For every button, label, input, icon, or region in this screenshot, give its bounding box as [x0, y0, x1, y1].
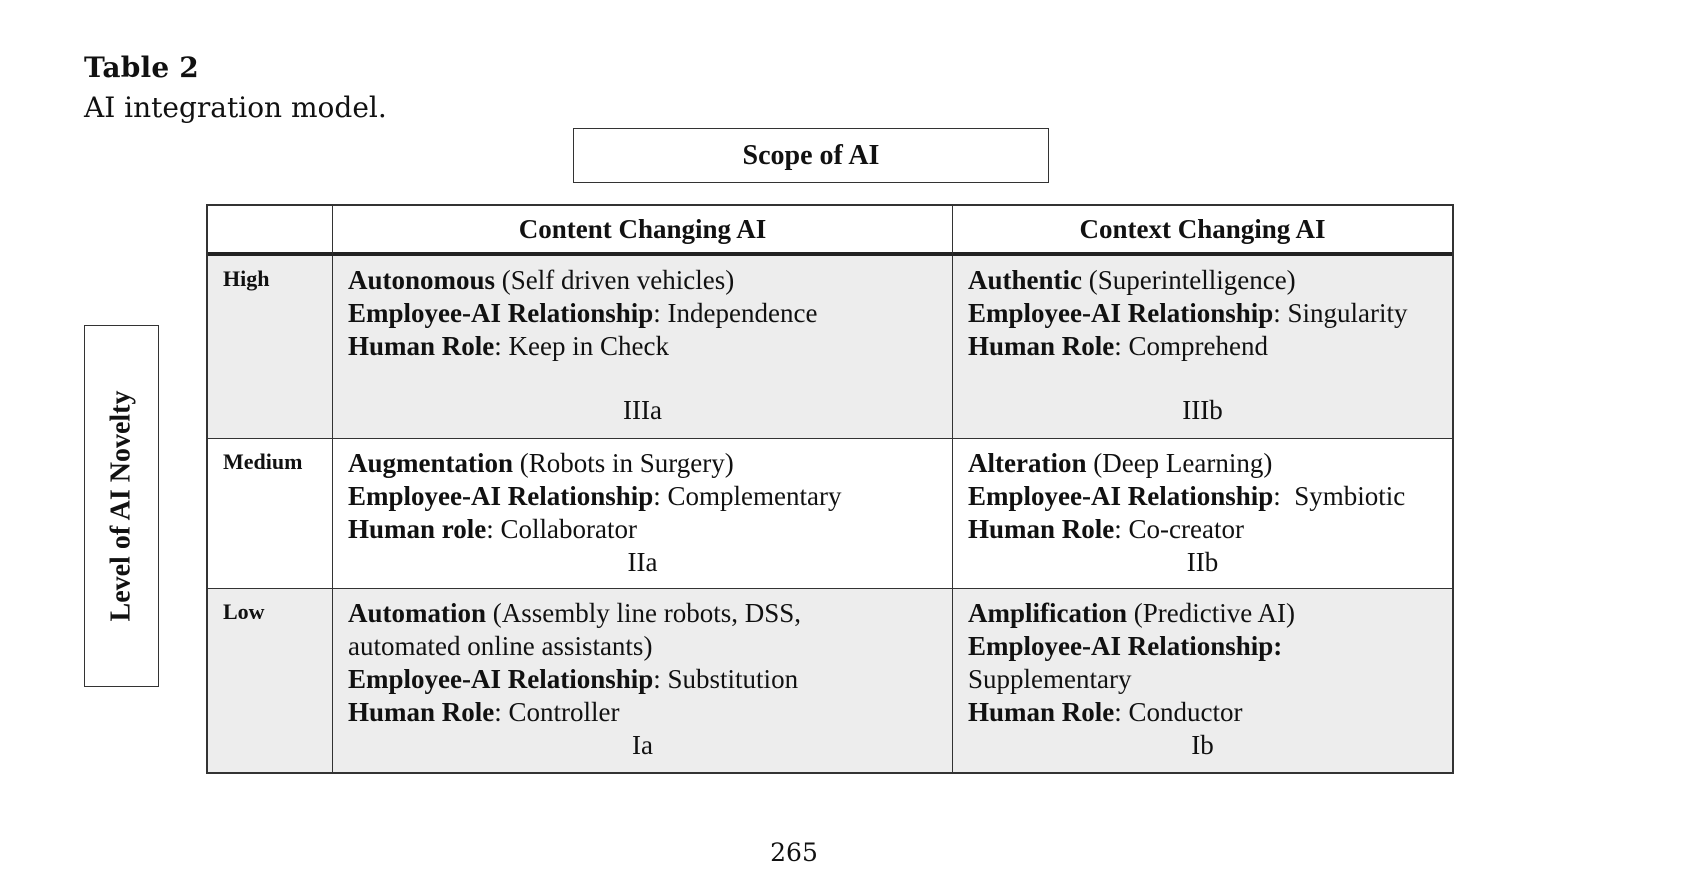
table-title: AI integration model. — [84, 91, 387, 124]
row-header-low: Low — [208, 589, 333, 772]
relationship-label: Employee-AI Relationship — [348, 298, 654, 328]
ai-type: Alteration — [968, 448, 1087, 478]
relationship-label: Employee-AI Relationship — [968, 481, 1274, 511]
ai-type: Autonomous — [348, 265, 496, 295]
human-role-label: Human Role — [968, 514, 1115, 544]
human-role-label: Human Role — [348, 697, 495, 727]
page-number: 265 — [770, 838, 818, 867]
human-role-value: : Comprehend — [1114, 331, 1268, 361]
cell-high-context: Authentic (Superintelligence) Employee-A… — [953, 256, 1452, 439]
human-role-label: Human Role — [968, 697, 1115, 727]
corner-cell — [208, 206, 333, 256]
column-header-context-changing: Context Changing AI — [953, 206, 1452, 256]
relationship-value: : Symbiotic — [1273, 481, 1406, 511]
ai-type: Automation — [348, 598, 487, 628]
level-of-ai-novelty-label: Level of AI Novelty — [84, 325, 159, 687]
ai-example: (Assembly line robots, DSS, — [486, 598, 802, 628]
ai-example: (Robots in Surgery) — [513, 448, 734, 478]
quadrant-id: IIb — [1186, 547, 1219, 577]
relationship-value: : Complementary — [653, 481, 842, 511]
human-role-value: : Conductor — [1114, 697, 1243, 727]
ai-example-continued: automated online assistants) — [348, 631, 653, 661]
ai-type: Authentic — [968, 265, 1082, 295]
level-of-ai-novelty-text: Level of AI Novelty — [105, 390, 137, 622]
ai-example: (Self driven vehicles) — [495, 265, 735, 295]
human-role-value: : Collaborator — [486, 514, 637, 544]
cell-low-content: Automation (Assembly line robots, DSS, a… — [333, 589, 953, 772]
quadrant-id: IIa — [627, 547, 658, 577]
relationship-label: Employee-AI Relationship: — [968, 631, 1283, 661]
human-role-label: Human role — [348, 514, 487, 544]
cell-medium-content: Augmentation (Robots in Surgery) Employe… — [333, 439, 953, 589]
cell-low-context: Amplification (Predictive AI) Employee-A… — [953, 589, 1452, 772]
cell-medium-context: Alteration (Deep Learning) Employee-AI R… — [953, 439, 1452, 589]
ai-example: (Deep Learning) — [1086, 448, 1273, 478]
human-role-label: Human Role — [968, 331, 1115, 361]
relationship-value: : Substitution — [653, 664, 799, 694]
quadrant-id: IIIa — [623, 395, 662, 425]
quadrant-id: Ia — [632, 730, 653, 760]
human-role-value: : Keep in Check — [494, 331, 669, 361]
scope-of-ai-label: Scope of AI — [573, 128, 1049, 183]
ai-example: (Superintelligence) — [1082, 265, 1296, 295]
relationship-label: Employee-AI Relationship — [968, 298, 1274, 328]
relationship-value: Supplementary — [968, 664, 1132, 694]
ai-type: Amplification — [968, 598, 1127, 628]
column-header-content-changing: Content Changing AI — [333, 206, 953, 256]
ai-type: Augmentation — [348, 448, 514, 478]
row-header-medium: Medium — [208, 439, 333, 589]
relationship-value: : Singularity — [1273, 298, 1408, 328]
relationship-label: Employee-AI Relationship — [348, 664, 654, 694]
relationship-label: Employee-AI Relationship — [348, 481, 654, 511]
human-role-value: : Controller — [494, 697, 620, 727]
human-role-label: Human Role — [348, 331, 495, 361]
row-header-high: High — [208, 256, 333, 439]
ai-example: (Predictive AI) — [1127, 598, 1295, 628]
quadrant-id: Ib — [1191, 730, 1214, 760]
quadrant-id: IIIb — [1182, 395, 1223, 425]
scope-of-ai-text: Scope of AI — [742, 139, 880, 171]
ai-integration-table: Content Changing AI Context Changing AI … — [206, 204, 1454, 774]
relationship-value: : Independence — [653, 298, 818, 328]
cell-high-content: Autonomous (Self driven vehicles) Employ… — [333, 256, 953, 439]
table-label: Table 2 — [84, 51, 199, 84]
human-role-value: : Co-creator — [1114, 514, 1244, 544]
